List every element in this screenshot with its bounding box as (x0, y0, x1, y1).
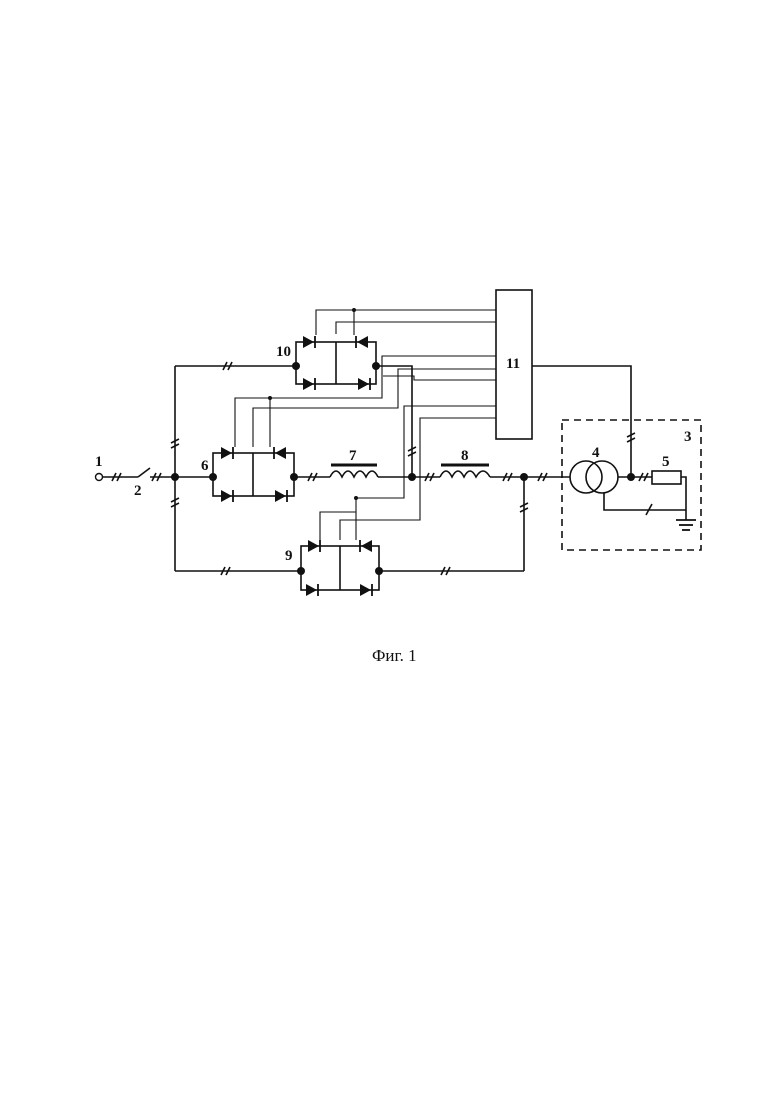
label-control-unit: 11 (506, 356, 520, 372)
label-block-3: 3 (684, 429, 692, 445)
left-bus (171, 362, 301, 575)
label-bridge-6: 6 (201, 458, 209, 474)
main-bus (96, 468, 571, 481)
label-bridge-10: 10 (276, 344, 291, 360)
control-unit-11 (496, 290, 635, 477)
label-reactor-8: 8 (461, 448, 469, 464)
label-bridge-9: 9 (285, 548, 293, 564)
reactor-7 (330, 465, 378, 477)
bridge-10 (292, 308, 496, 390)
bridge-10-link (376, 366, 496, 477)
label-switch: 2 (134, 483, 142, 499)
label-terminal: 1 (95, 454, 103, 470)
reactor-8 (440, 465, 490, 477)
label-resistor: 5 (662, 454, 670, 470)
figure-caption: Фиг. 1 (372, 646, 417, 665)
bridge-6 (209, 356, 496, 502)
label-transformer: 4 (592, 445, 600, 461)
label-reactor-7: 7 (349, 448, 357, 464)
